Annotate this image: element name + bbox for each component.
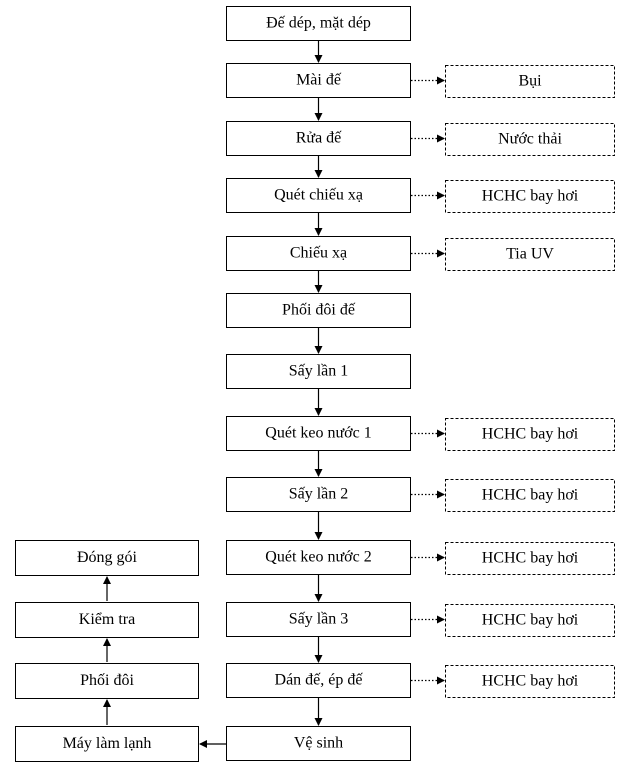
step-may-lam-lanh-frame [15,726,199,762]
emission-dan-de-ep-de-label: HCHC bay hơi [482,673,579,690]
step-quet-chieu-xa-label: Quét chiếu xạ [274,187,363,204]
emission-chieu-xa: Tia UV [445,238,615,271]
step-phoi-doi: Phối đôi [15,663,199,699]
step-kiem-tra: Kiểm tra [15,602,199,638]
emission-mai-de-label: Bụi [518,73,542,90]
step-say-lan-1-frame [226,354,411,389]
step-say-lan-3-label: Sấy lần 3 [289,611,349,628]
step-phoi-doi-de-label: Phối đôi đế [282,302,356,319]
step-ve-sinh: Vệ sinh [226,726,411,761]
step-say-lan-2-label: Sấy lần 2 [289,486,349,503]
emission-say-lan-2-label: HCHC bay hơi [482,487,579,504]
emission-say-lan-3: HCHC bay hơi [445,604,615,637]
emission-chieu-xa-label: Tia UV [506,246,554,263]
step-say-lan-2-frame [226,477,411,512]
step-say-lan-1-label: Sấy lần 1 [289,363,349,380]
step-quet-keo-nuoc-2-label: Quét keo nước 2 [265,549,371,566]
step-quet-keo-nuoc-1-frame [226,416,411,451]
emission-say-lan-2-frame [445,479,615,512]
emission-quet-chieu-xa: HCHC bay hơi [445,180,615,213]
step-chieu-xa: Chiếu xạ [226,236,411,271]
step-dong-goi: Đóng gói [15,540,199,576]
step-phoi-doi-de-frame [226,293,411,328]
step-mai-de-frame [226,63,411,98]
step-chieu-xa-label: Chiếu xạ [290,245,347,262]
emission-quet-chieu-xa-frame [445,180,615,213]
emission-rua-de: Nước thải [445,123,615,156]
emission-rua-de-frame [445,123,615,156]
emission-quet-keo-nuoc-1: HCHC bay hơi [445,418,615,451]
step-quet-keo-nuoc-1: Quét keo nước 1 [226,416,411,451]
step-rua-de: Rửa đế [226,121,411,156]
step-say-lan-2: Sấy lần 2 [226,477,411,512]
emission-dan-de-ep-de-frame [445,665,615,698]
step-phoi-doi-label: Phối đôi [80,672,134,689]
step-quet-keo-nuoc-2-frame [226,540,411,575]
step-mai-de-label: Mài đế [296,72,342,89]
emission-say-lan-3-frame [445,604,615,637]
step-mai-de: Mài đế [226,63,411,98]
emission-rua-de-label: Nước thải [498,131,562,148]
step-phoi-doi-frame [15,663,199,699]
step-rua-de-label: Rửa đế [296,130,342,147]
emission-quet-keo-nuoc-1-frame [445,418,615,451]
emission-say-lan-3-label: HCHC bay hơi [482,612,579,629]
step-ve-sinh-label: Vệ sinh [294,735,343,752]
step-chieu-xa-frame [226,236,411,271]
step-say-lan-3: Sấy lần 3 [226,602,411,637]
step-kiem-tra-label: Kiểm tra [79,611,135,628]
step-dong-goi-frame [15,540,199,576]
emission-quet-keo-nuoc-2-label: HCHC bay hơi [482,550,579,567]
step-de-dep-mat-dep-frame [226,6,411,41]
step-ve-sinh-frame [226,726,411,761]
emission-quet-keo-nuoc-2: HCHC bay hơi [445,542,615,575]
step-quet-keo-nuoc-2: Quét keo nước 2 [226,540,411,575]
step-dan-de-ep-de: Dán đế, ép đế [226,663,411,698]
step-de-dep-mat-dep-label: Đế dép, mặt dép [266,15,371,32]
step-phoi-doi-de: Phối đôi đế [226,293,411,328]
step-may-lam-lanh-label: Máy làm lạnh [63,735,152,752]
step-rua-de-frame [226,121,411,156]
step-de-dep-mat-dep: Đế dép, mặt dép [226,6,411,41]
step-say-lan-3-frame [226,602,411,637]
step-quet-chieu-xa-frame [226,178,411,213]
step-quet-keo-nuoc-1-label: Quét keo nước 1 [265,425,371,442]
emission-say-lan-2: HCHC bay hơi [445,479,615,512]
emission-quet-chieu-xa-label: HCHC bay hơi [482,188,579,205]
emission-dan-de-ep-de: HCHC bay hơi [445,665,615,698]
step-quet-chieu-xa: Quét chiếu xạ [226,178,411,213]
step-dan-de-ep-de-label: Dán đế, ép đế [275,672,364,689]
emission-quet-keo-nuoc-2-frame [445,542,615,575]
emission-chieu-xa-frame [445,238,615,271]
emission-quet-keo-nuoc-1-label: HCHC bay hơi [482,426,579,443]
step-say-lan-1: Sấy lần 1 [226,354,411,389]
step-may-lam-lanh: Máy làm lạnh [15,726,199,762]
step-dong-goi-label: Đóng gói [77,549,138,566]
step-kiem-tra-frame [15,602,199,638]
step-dan-de-ep-de-frame [226,663,411,698]
emission-mai-de: Bụi [445,65,615,98]
emission-mai-de-frame [445,65,615,98]
